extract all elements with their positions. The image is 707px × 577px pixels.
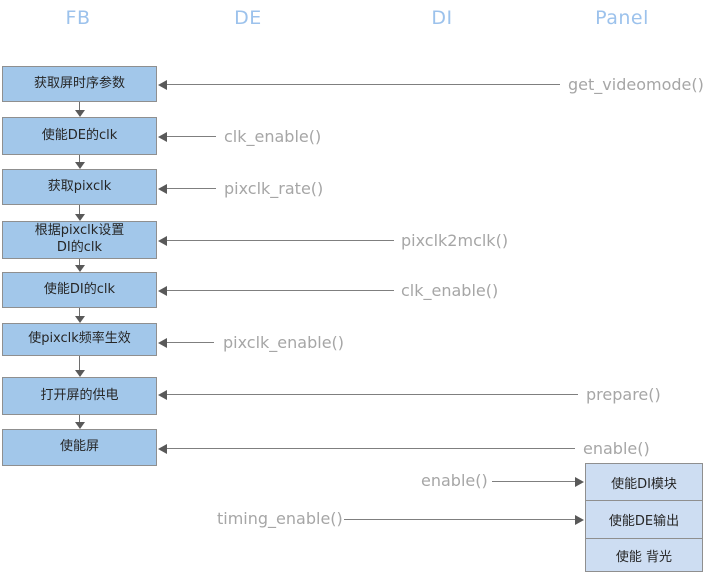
arrow-line: [79, 356, 80, 370]
call-arrow-pixclk-enable: [158, 337, 214, 348]
arrow-head-down-icon: [74, 422, 85, 429]
arrow-line: [79, 308, 80, 316]
down-arrow: [74, 308, 85, 323]
arrow-line: [167, 394, 578, 395]
arrow-head-down-icon: [74, 110, 85, 117]
arrow-head-left-icon: [158, 79, 167, 90]
arrow-line: [167, 188, 216, 189]
arrow-head-left-icon: [158, 131, 167, 142]
call-label-get-videomode: get_videomode(): [568, 75, 704, 94]
call-label-prepare: prepare(): [586, 385, 661, 404]
column-header-fb: FB: [65, 7, 91, 29]
arrow-line: [79, 259, 80, 265]
call-label-enable: enable(): [583, 439, 650, 458]
panel-step-enable-backlight: 使能 背光: [585, 538, 703, 572]
arrow-head-right-icon: [575, 514, 584, 525]
arrow-head-left-icon: [158, 285, 167, 296]
arrow-head-down-icon: [74, 162, 85, 169]
flow-step-enable-di-clk: 使能DI的clk: [2, 272, 157, 308]
arrow-line: [79, 155, 80, 162]
flow-step-get-timing: 获取屏时序参数: [2, 66, 157, 102]
arrow-line: [167, 136, 216, 137]
arrow-head-down-icon: [74, 265, 85, 272]
arrow-head-down-icon: [74, 370, 85, 377]
call-label-clk-enable-di: clk_enable(): [401, 281, 499, 300]
arrow-head-right-icon: [575, 476, 584, 487]
arrow-line: [79, 205, 80, 214]
down-arrow: [74, 415, 85, 429]
arrow-head-left-icon: [158, 443, 167, 454]
call-arrow-prepare: [158, 389, 578, 400]
down-arrow: [74, 102, 85, 117]
column-header-panel: Panel: [595, 7, 649, 29]
call-label-pixclk-rate: pixclk_rate(): [224, 179, 324, 198]
flow-step-power-on-panel: 打开屏的供电: [2, 377, 157, 415]
arrow-line: [167, 84, 560, 85]
arrow-line: [79, 102, 80, 110]
call-label-pixclk-enable: pixclk_enable(): [223, 333, 345, 352]
arrow-head-left-icon: [158, 389, 167, 400]
arrow-line: [344, 519, 575, 520]
call-arrow-pixclk-rate: [158, 183, 216, 194]
arrow-head-left-icon: [158, 337, 167, 348]
flow-step-set-di-clk: 根据pixclk设置 DI的clk: [2, 221, 157, 259]
call-label-timing-enable: timing_enable(): [217, 509, 343, 528]
call-label-clk-enable-de: clk_enable(): [224, 127, 322, 146]
call-arrow-get-videomode: [158, 79, 560, 90]
flow-step-enable-de-clk: 使能DE的clk: [2, 117, 157, 155]
down-arrow: [74, 259, 85, 272]
flow-step-enable-panel: 使能屏: [2, 429, 157, 466]
arrow-line: [167, 240, 394, 241]
arrow-line: [79, 415, 80, 422]
down-arrow: [74, 155, 85, 169]
arrow-head-down-icon: [74, 316, 85, 323]
call-arrow-enable: [158, 443, 575, 454]
flow-step-get-pixclk: 获取pixclk: [2, 169, 157, 205]
column-header-di: DI: [431, 7, 453, 29]
arrow-line: [492, 481, 575, 482]
arrow-head-down-icon: [74, 214, 85, 221]
arrow-head-left-icon: [158, 183, 167, 194]
down-arrow: [74, 356, 85, 377]
column-header-de: DE: [234, 7, 262, 29]
arrow-line: [167, 342, 214, 343]
call-label-pixclk2mclk: pixclk2mclk(): [401, 231, 509, 250]
panel-step-enable-de-output: 使能DE输出: [585, 500, 703, 539]
call-arrow-clk-enable-de: [158, 131, 216, 142]
call-arrow-pixclk2mclk: [158, 235, 394, 246]
call-arrow-clk-enable-di: [158, 285, 394, 296]
panel-step-enable-di-module: 使能DI模块: [585, 463, 703, 501]
arrow-line: [167, 448, 575, 449]
flow-step-apply-pixclk: 使pixclk频率生效: [2, 323, 157, 356]
call-label-enable-panel: enable(): [421, 471, 488, 490]
call-arrow-enable-panel: [492, 476, 584, 487]
arrow-head-left-icon: [158, 235, 167, 246]
arrow-line: [167, 290, 394, 291]
call-arrow-timing-enable: [344, 514, 584, 525]
down-arrow: [74, 205, 85, 221]
